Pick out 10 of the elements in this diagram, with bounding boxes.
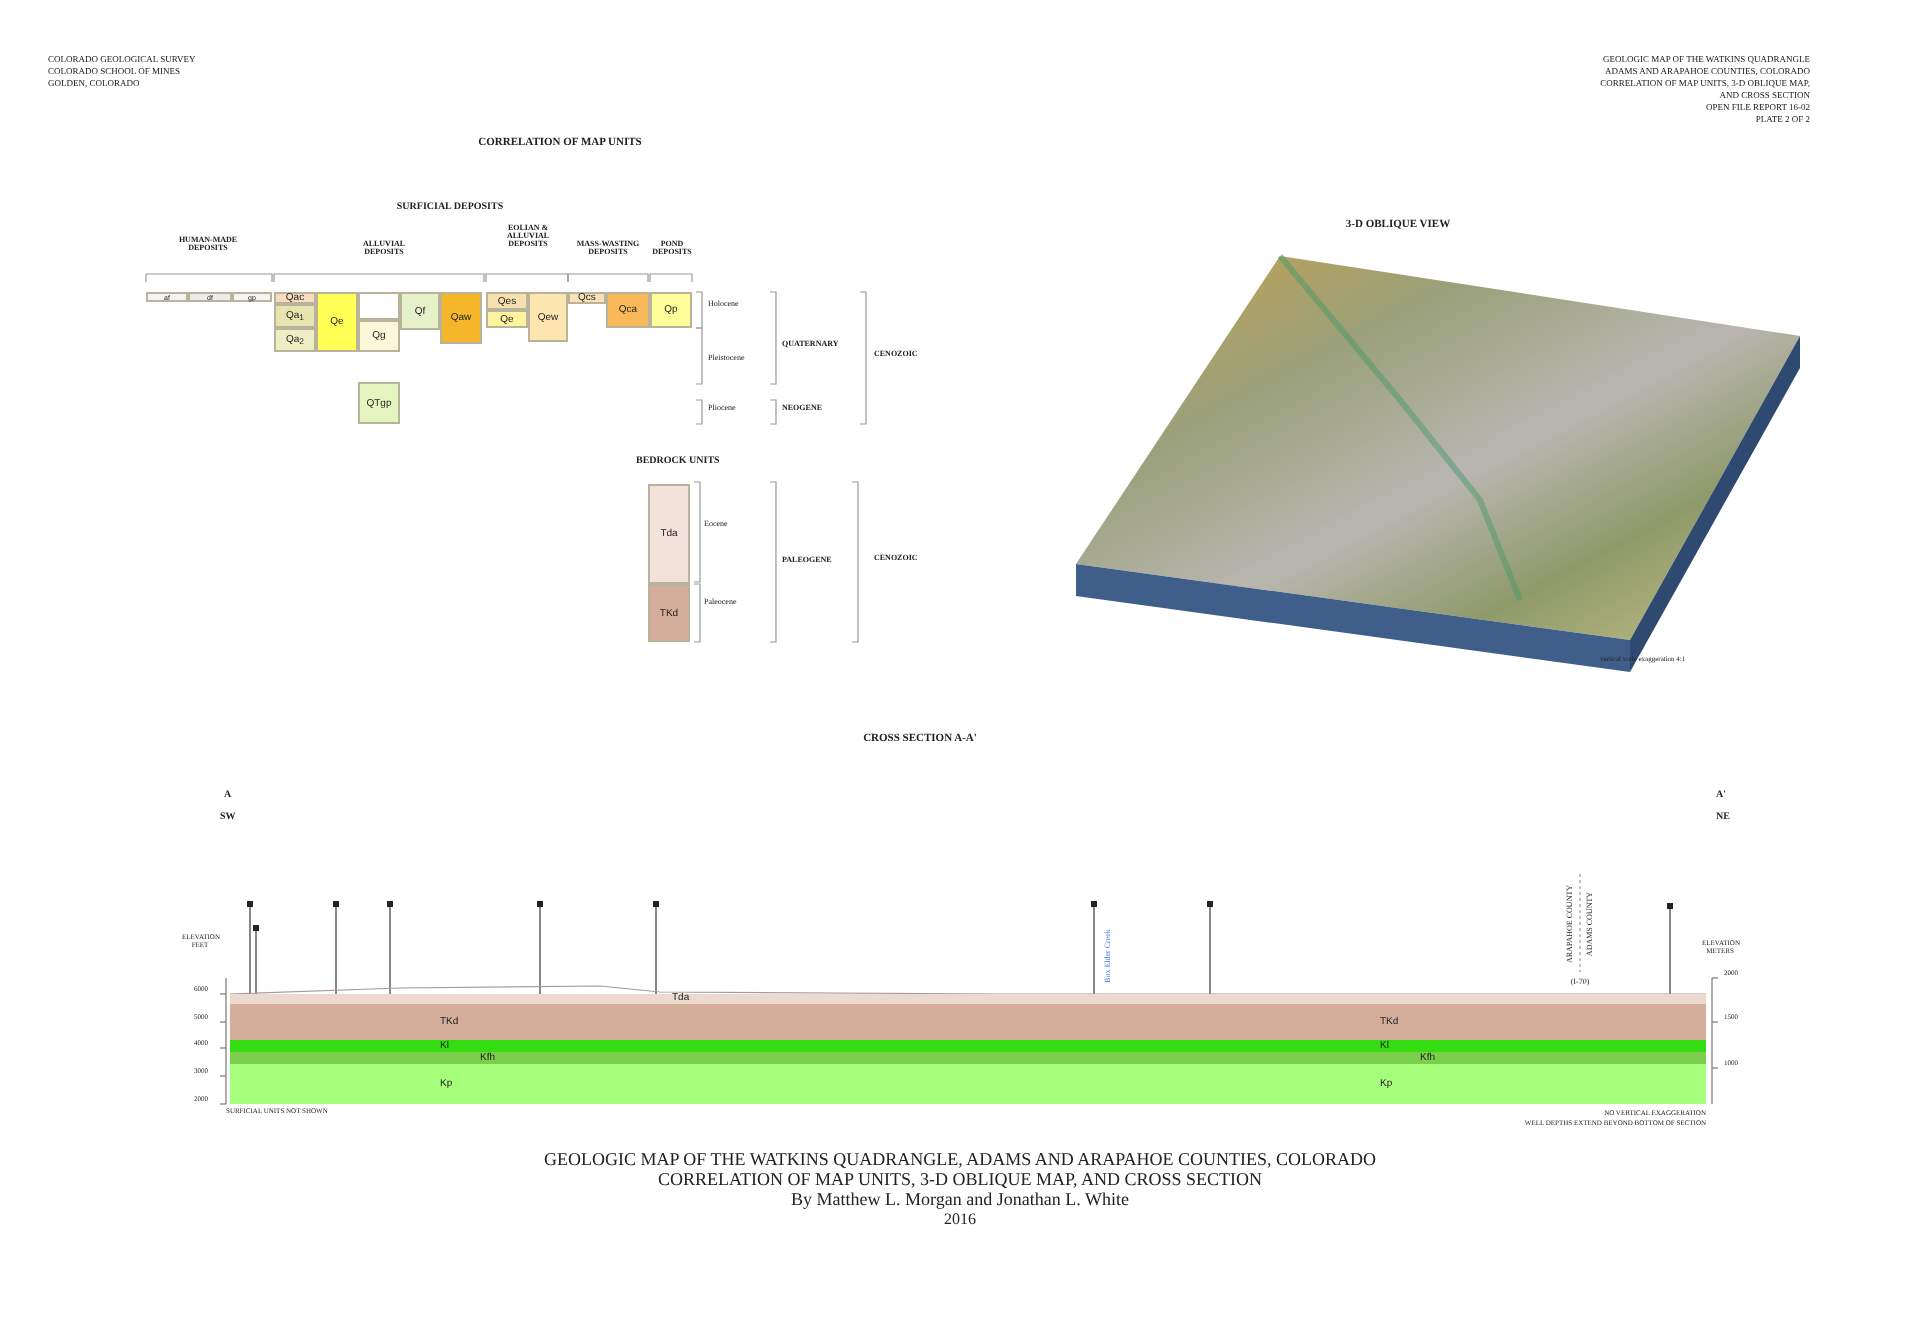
author-line: By Matthew L. Morgan and Jonathan L. White	[791, 1191, 1129, 1209]
plate-title: GEOLOGIC MAP OF THE WATKINS QUADRANGLE, ADAMS AND ARAPAHOE COUNTIES, COLORADO	[543, 1151, 1377, 1169]
rock-layer	[230, 1004, 1706, 1040]
plate-subtitle: CORRELATION OF MAP UNITS, 3-D OBLIQUE MAP, AND CROSS SECTION	[658, 1171, 1262, 1189]
rock-layer	[230, 994, 1706, 1004]
rock-layer	[230, 1052, 1706, 1064]
rock-layer	[230, 1040, 1706, 1052]
blank-unit-box	[358, 292, 400, 320]
rock-layer	[230, 1064, 1706, 1104]
year-label: 2016	[944, 1212, 976, 1228]
